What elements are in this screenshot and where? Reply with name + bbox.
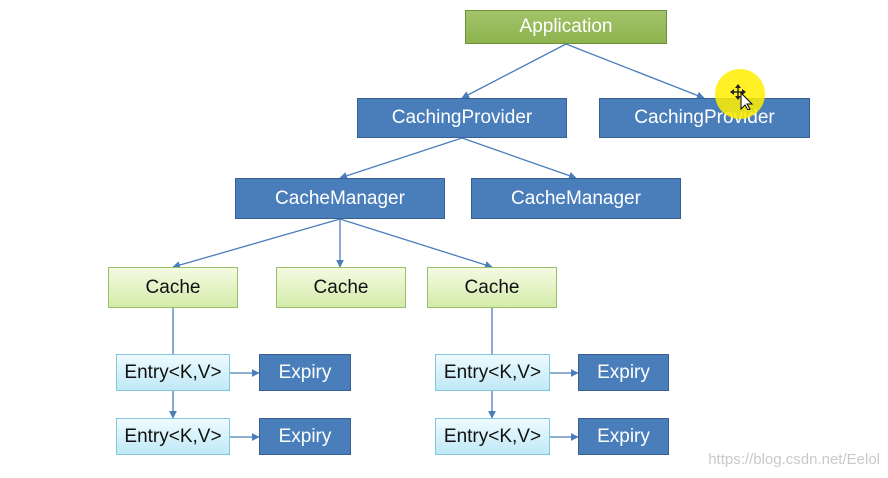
entry-node-4: Entry<K,V> — [435, 418, 550, 455]
edge-provider-manager-2 — [461, 137, 577, 180]
edge-manager-cache-1 — [172, 218, 341, 269]
cache-manager-node-1: CacheManager — [235, 178, 445, 219]
entry-node-3: Entry<K,V> — [435, 354, 550, 391]
cache-node-1: Cache — [108, 267, 238, 308]
expiry-node-1: Expiry — [259, 354, 351, 391]
expiry-node-3: Expiry — [578, 354, 669, 391]
cache-node-2: Cache — [276, 267, 406, 308]
cursor-highlight — [715, 69, 765, 119]
edge-app-provider-1 — [461, 43, 567, 99]
edge-manager-cache-3 — [339, 218, 493, 269]
cache-manager-node-2: CacheManager — [471, 178, 681, 219]
edge-app-provider-2 — [565, 43, 705, 100]
expiry-node-4: Expiry — [578, 418, 669, 455]
caching-provider-node-1: CachingProvider — [357, 98, 567, 138]
edge-provider-manager-1 — [339, 137, 463, 180]
caching-provider-node-2: CachingProvider — [599, 98, 810, 138]
watermark-text: https://blog.csdn.net/Eelol — [708, 451, 880, 468]
cache-node-3: Cache — [427, 267, 557, 308]
entry-node-1: Entry<K,V> — [116, 354, 230, 391]
expiry-node-2: Expiry — [259, 418, 351, 455]
move-cursor-icon — [730, 84, 754, 110]
entry-node-2: Entry<K,V> — [116, 418, 230, 455]
application-node: Application — [465, 10, 667, 44]
